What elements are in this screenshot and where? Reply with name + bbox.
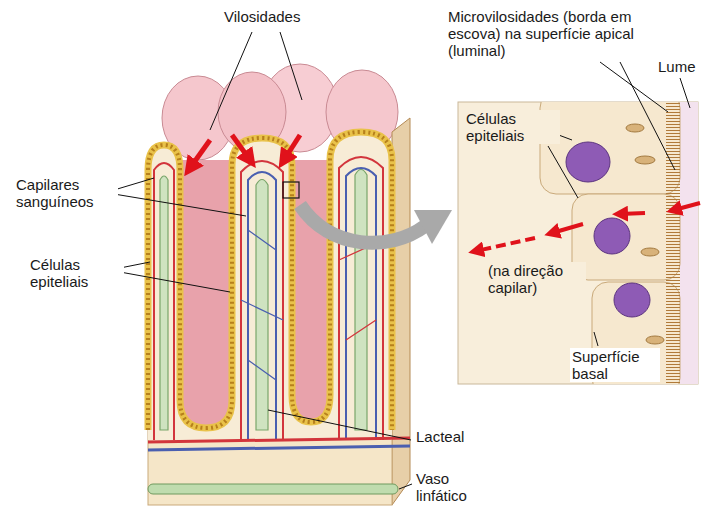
lacteal	[160, 170, 367, 431]
part-label: Capilares sanguíneos	[14, 176, 118, 210]
artery	[148, 438, 410, 442]
leader-line	[114, 32, 412, 489]
part-label: Vilosidades	[222, 8, 302, 25]
zoom-box	[283, 182, 299, 198]
part-label: Microvilosidades (borda em escova) na su…	[446, 8, 655, 59]
part-label: Vaso linfático	[414, 470, 490, 504]
absorption-arrow	[190, 135, 300, 168]
inset-cells	[540, 102, 698, 384]
capillaries	[154, 157, 383, 440]
transport-arrow	[476, 203, 700, 251]
vein	[148, 446, 410, 450]
epithelium-cells	[148, 132, 392, 430]
part-label: Lacteal	[414, 428, 466, 445]
leader-line	[548, 62, 690, 346]
part-label: Células epiteliais	[464, 110, 560, 144]
epithelium	[148, 132, 392, 430]
part-label: Células epiteliais	[28, 256, 124, 290]
part-label: Superfície basal	[570, 348, 660, 382]
zoom-arrow	[300, 205, 425, 243]
part-label: Lume	[656, 58, 698, 75]
villus-core	[148, 132, 392, 440]
part-label: (na direção capilar)	[486, 262, 586, 296]
zoom-arrowhead	[414, 210, 452, 244]
lymph-vessel	[148, 484, 398, 494]
